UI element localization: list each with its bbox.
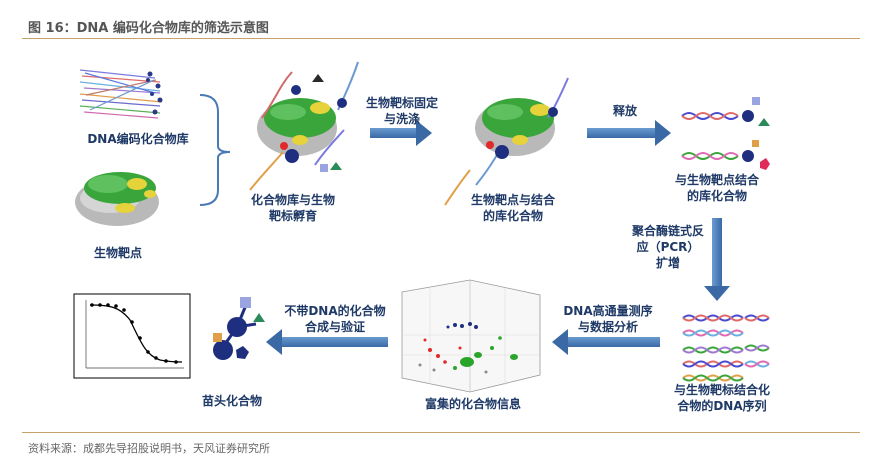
node-target-label: 生物靶点 [93, 246, 142, 260]
arrow-fix-wash [370, 120, 432, 146]
bound-complex-image [444, 77, 569, 206]
step-pcr-line2: 应（PCR） [636, 240, 700, 254]
top-divider [22, 38, 860, 39]
node-incubate-line1: 化合物库与生物 [250, 193, 335, 207]
node-hits-label: 苗头化合物 [201, 394, 262, 408]
node-bound-label: 生物靶点与结合 的库化合物 [458, 192, 568, 224]
step-fix-wash-line1: 生物靶标固定 [365, 96, 438, 110]
dna-sequences-image [682, 314, 744, 382]
node-released-label: 与生物靶点结合 的库化合物 [662, 172, 772, 204]
figure-title: 图 16：DNA 编码化合物库的筛选示意图 [28, 21, 269, 36]
step-pcr-line1: 聚合酶链式反 [631, 224, 704, 238]
step-sequencing-line2: 与数据分析 [577, 320, 638, 334]
dna-sequences-right-image [744, 314, 770, 368]
node-released-line1: 与生物靶点结合 [674, 173, 759, 187]
step-fix-wash-line2: 与洗涤 [383, 112, 420, 126]
step-pcr-label: 聚合酶链式反 应（PCR） 扩增 [626, 223, 710, 271]
enriched-info-3d-plot [401, 279, 541, 393]
dna-library-image [79, 69, 163, 119]
node-dna-library-label: DNA编码化合物库 [87, 132, 189, 146]
node-bound-line1: 生物靶点与结合 [470, 193, 555, 207]
dose-response-chart [73, 293, 191, 379]
arrow-pcr [704, 218, 730, 301]
step-fix-wash-label: 生物靶标固定 与洗涤 [362, 95, 442, 127]
step-synthesis-line1: 不带DNA的化合物 [284, 304, 386, 318]
node-released-line2: 的库化合物 [686, 189, 747, 203]
step-synthesis-label: 不带DNA的化合物 合成与验证 [280, 303, 390, 335]
node-info-label: 富集的化合物信息 [424, 397, 521, 411]
arrow-release [587, 120, 671, 146]
protein-target-image [75, 172, 159, 226]
arrow-sequencing [552, 329, 660, 355]
released-compounds-image [681, 97, 770, 170]
step-release-label: 释放 [612, 104, 637, 118]
figure-source: 资料来源：成都先导招股说明书，天风证券研究所 [28, 442, 270, 455]
arrow-synthesis [266, 329, 388, 355]
step-sequencing-line1: DNA高通量测序 [563, 304, 653, 318]
step-synthesis-line2: 合成与验证 [304, 320, 365, 334]
step-sequencing-label: DNA高通量测序 与数据分析 [558, 303, 658, 335]
grouping-bracket [199, 94, 231, 206]
node-bound-line2: 的库化合物 [482, 209, 543, 223]
node-sequences-label: 与生物靶标结合化 合物的DNA序列 [660, 382, 784, 414]
node-sequences-line2: 合物的DNA序列 [677, 399, 767, 413]
bottom-divider [22, 432, 860, 433]
hit-compounds-image [213, 297, 265, 360]
node-incubate-line2: 靶标孵育 [268, 209, 317, 223]
node-sequences-line1: 与生物靶标结合化 [673, 383, 770, 397]
step-pcr-line3: 扩增 [655, 256, 680, 270]
node-incubate-label: 化合物库与生物 靶标孵育 [238, 192, 348, 224]
incubation-image [249, 61, 359, 191]
